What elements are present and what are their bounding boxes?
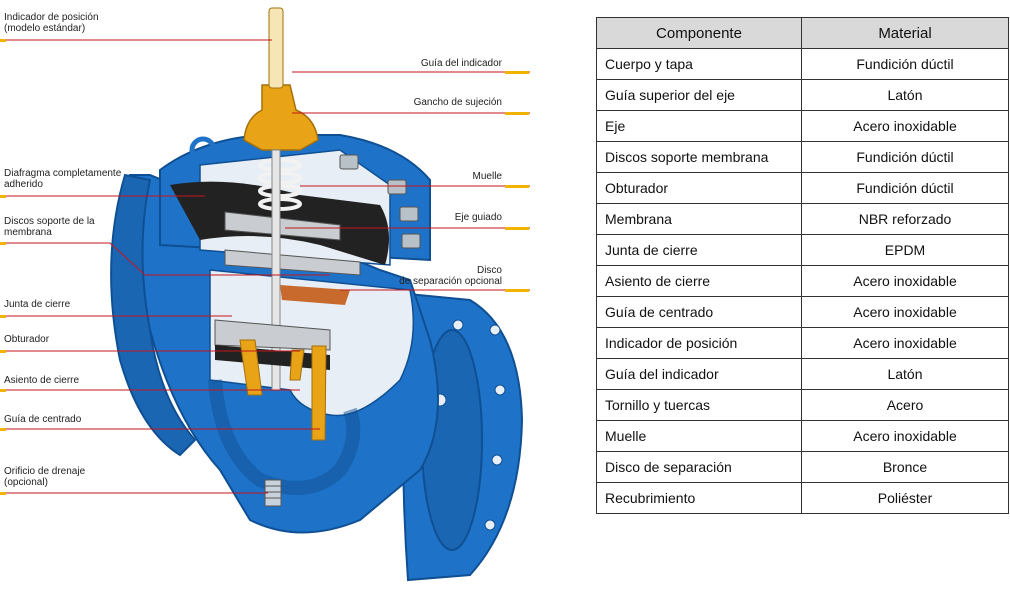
leader-markers [0,39,529,495]
header-material: Material [801,17,1009,49]
component-cell: Guía del indicador [596,358,802,390]
component-cell: Guía superior del eje [596,79,802,111]
component-cell: Indicador de posición [596,327,802,359]
component-cell: Disco de separación [596,451,802,483]
separation-disc [280,285,350,305]
label-separation-disc: Disco de separación opcional [399,265,502,287]
centering-guide-leg [239,339,263,396]
material-cell: Acero inoxidable [801,296,1009,328]
component-cell: Tornillo y tuercas [596,389,802,421]
material-cell: Poliéster [801,482,1009,514]
label-drain: Orificio de drenaje (opcional) [4,466,86,488]
table-header-row: Componente Material [596,17,1009,49]
centering-guide-leg [289,349,305,381]
indicator-guide [243,84,319,151]
material-cell: Latón [801,79,1009,111]
material-cell: Fundición dúctil [801,48,1009,80]
label-seal-joint: Junta de cierre [4,299,71,310]
valve-illustration [0,7,530,582]
centering-guide-leg [311,345,327,441]
material-cell: Acero [801,389,1009,421]
material-cell: Bronce [801,451,1009,483]
component-cell: Guía de centrado [596,296,802,328]
component-cell: Muelle [596,420,802,452]
support-disc-upper [224,211,341,241]
label-spring: Muelle [472,171,502,182]
material-cell: Acero inoxidable [801,327,1009,359]
support-disc-lower [224,249,361,276]
label-diaphragm: Diafragma completamente adherido [4,168,122,190]
component-cell: Obturador [596,172,802,204]
component-cell: Cuerpo y tapa [596,48,802,80]
header-component: Componente [596,17,802,49]
leader-lines-right [285,71,530,291]
label-centering-guide: Guía de centrado [4,414,82,425]
leader-lines-left [0,39,330,494]
label-obturator: Obturador [4,334,50,345]
component-cell: Discos soporte membrana [596,141,802,173]
label-indicator-guide: Guía del indicador [420,58,502,69]
component-cell: Eje [596,110,802,142]
material-cell: EPDM [801,234,1009,266]
material-cell: Acero inoxidable [801,110,1009,142]
material-cell: NBR reforzado [801,203,1009,235]
label-support-discs: Discos soporte de la membrana [4,216,95,238]
component-cell: Asiento de cierre [596,265,802,297]
label-guided-shaft: Eje guiado [454,212,502,223]
position-indicator [268,7,284,89]
label-lifting-hook: Gancho de sujeción [413,97,502,108]
material-cell: Fundición dúctil [801,141,1009,173]
component-cell: Junta de cierre [596,234,802,266]
component-cell: Recubrimiento [596,482,802,514]
material-cell: Latón [801,358,1009,390]
material-cell: Acero inoxidable [801,420,1009,452]
label-seat: Asiento de cierre [4,375,80,386]
label-position-indicator: Indicador de posición (modelo estándar) [4,12,99,34]
valve-cutaway-diagram: Indicador de posición (modelo estándar) … [0,7,530,582]
material-cell: Acero inoxidable [801,265,1009,297]
material-cell: Fundición dúctil [801,172,1009,204]
component-cell: Membrana [596,203,802,235]
